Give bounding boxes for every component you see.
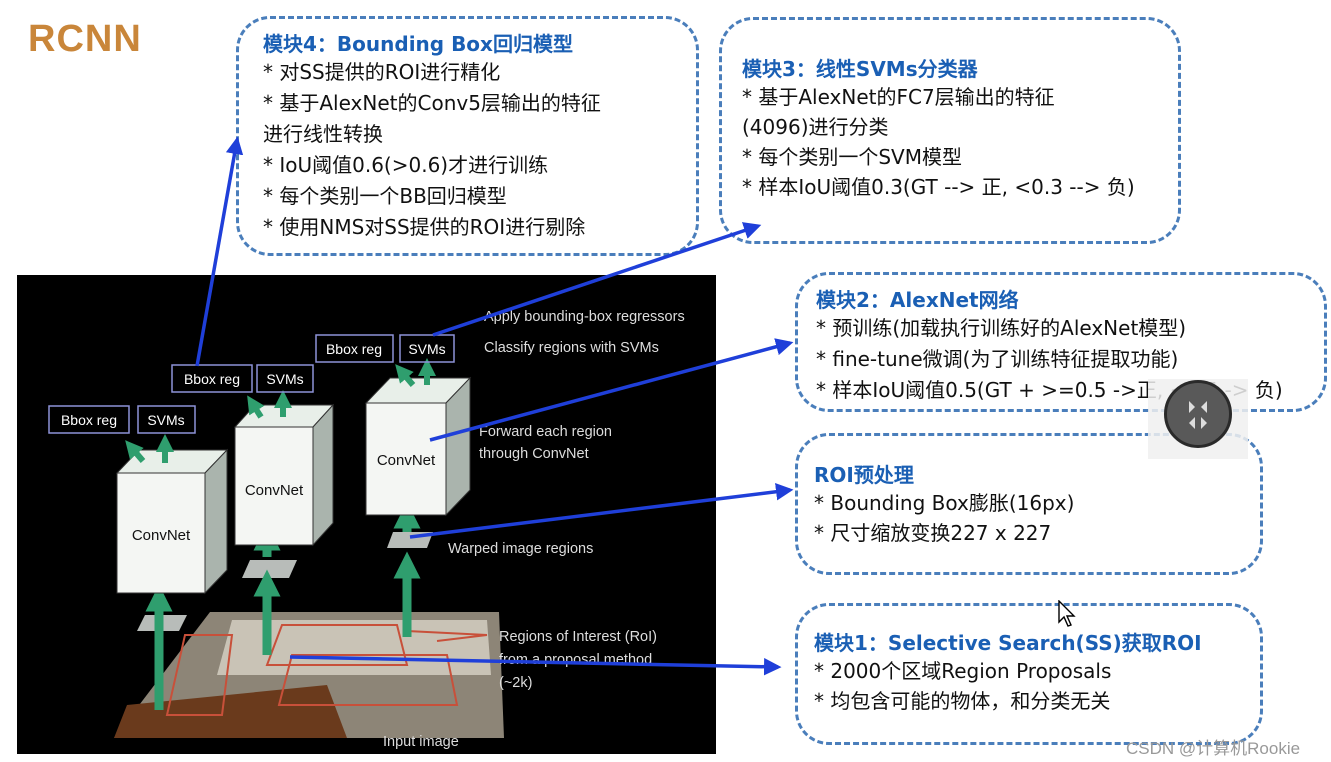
roi-pointer-line xyxy=(406,630,488,636)
module1-box: 模块1：Selective Search(SS)获取ROI * 2000个区域R… xyxy=(795,603,1263,745)
convnet-cube-side xyxy=(312,403,334,547)
warped-region-tile xyxy=(242,560,297,578)
module4-line: * 对SS提供的ROI进行精化 xyxy=(263,60,501,84)
caption-forward: Forward each region xyxy=(479,424,612,440)
caption-through: through ConvNet xyxy=(479,446,589,462)
rcnn-figure: ConvNet ConvNet ConvNet Bbox reg SVMs Bb… xyxy=(17,275,716,754)
module2-box: 模块2：AlexNet网络 * 预训练(加载执行训练好的AlexNet模型) *… xyxy=(795,272,1327,412)
module4-heading: 模块4：Bounding Box回归模型 xyxy=(263,32,573,56)
caption-roi-1: Regions of Interest (RoI) xyxy=(499,629,657,645)
convnet-label: ConvNet xyxy=(245,482,304,499)
green-arrow xyxy=(125,440,146,463)
module4-line: * 使用NMS对SS提供的ROI进行剔除 xyxy=(263,215,586,239)
module3-line: (4096)进行分类 xyxy=(742,115,889,139)
caption-input: Input image xyxy=(383,734,459,750)
bbox-reg-label: Bbox reg xyxy=(184,371,240,387)
warped-region-tile xyxy=(387,532,433,548)
roi-pointer-line xyxy=(436,634,488,642)
move-arrows-icon xyxy=(1189,401,1207,429)
convnet-label: ConvNet xyxy=(377,452,436,469)
convnet-cube-front xyxy=(116,472,206,594)
roi-heading: ROI预处理 xyxy=(814,463,914,487)
page-title: RCNN xyxy=(28,18,142,60)
rcnn-figure-svg: ConvNet ConvNet ConvNet Bbox reg SVMs Bb… xyxy=(48,309,685,750)
svms-box xyxy=(137,405,196,434)
green-arrow xyxy=(247,395,265,419)
module3-line: * 每个类别一个SVM模型 xyxy=(742,145,962,169)
svms-label: SVMs xyxy=(266,371,303,387)
module3-line: * 样本IoU阈值0.3(GT --> 正, <0.3 --> 负) xyxy=(742,175,1135,199)
svms-label: SVMs xyxy=(147,412,184,428)
convnet-cube-side xyxy=(204,448,228,595)
bbox-reg-label: Bbox reg xyxy=(61,412,117,428)
module2-line: * fine-tune微调(为了训练特征提取功能) xyxy=(816,347,1179,371)
module1-line: * 2000个区域Region Proposals xyxy=(814,659,1112,683)
caption-warped: Warped image regions xyxy=(448,541,593,557)
bbox-reg-box xyxy=(48,405,130,434)
convnet-cube-front xyxy=(234,426,314,546)
nav-control-icon[interactable] xyxy=(1164,380,1232,448)
svms-label: SVMs xyxy=(408,341,445,357)
module3-heading: 模块3：线性SVMs分类器 xyxy=(742,57,978,81)
module3-line: * 基于AlexNet的FC7层输出的特征 xyxy=(742,85,1055,109)
module1-heading: 模块1：Selective Search(SS)获取ROI xyxy=(814,631,1202,655)
module4-box: 模块4：Bounding Box回归模型 * 对SS提供的ROI进行精化 * 基… xyxy=(236,16,699,256)
watermark: CSDN @计算机Rookie xyxy=(1126,739,1301,758)
roi-line: * Bounding Box膨胀(16px) xyxy=(814,491,1075,515)
horse-shape xyxy=(114,685,347,738)
bbox-reg-box xyxy=(315,334,394,363)
module4-line: * IoU阈值0.6(>0.6)才进行训练 xyxy=(263,153,549,177)
convnet-cube-side xyxy=(445,376,471,517)
module4-line: * 基于AlexNet的Conv5层输出的特征 xyxy=(263,91,601,115)
roi-preprocess-box: ROI预处理 * Bounding Box膨胀(16px) * 尺寸缩放变换22… xyxy=(795,433,1263,575)
convnet-label: ConvNet xyxy=(132,527,191,544)
module1-line: * 均包含可能的物体，和分类无关 xyxy=(814,689,1111,713)
module2-line: * 预训练(加载执行训练好的AlexNet模型) xyxy=(816,316,1187,340)
svms-box xyxy=(256,364,314,393)
green-arrow xyxy=(395,364,416,387)
caption-classify: Classify regions with SVMs xyxy=(484,340,659,356)
mouse-cursor-icon xyxy=(1058,600,1076,627)
viewer-nav-widget[interactable] xyxy=(1148,379,1248,459)
roi-rect xyxy=(277,654,459,706)
caption-roi-2: from a proposal method xyxy=(499,652,652,668)
module3-box: 模块3：线性SVMs分类器 * 基于AlexNet的FC7层输出的特征 (409… xyxy=(719,17,1181,244)
module2-heading: 模块2：AlexNet网络 xyxy=(816,288,1019,312)
caption-roi-3: (~2k) xyxy=(499,675,532,691)
bbox-reg-label: Bbox reg xyxy=(326,341,382,357)
module4-line: * 每个类别一个BB回归模型 xyxy=(263,184,507,208)
roi-rect xyxy=(165,634,234,716)
roi-line: * 尺寸缩放变换227 x 227 xyxy=(814,521,1052,545)
module4-line: 进行线性转换 xyxy=(263,122,383,146)
caption-apply-bbox: Apply bounding-box regressors xyxy=(484,309,685,325)
